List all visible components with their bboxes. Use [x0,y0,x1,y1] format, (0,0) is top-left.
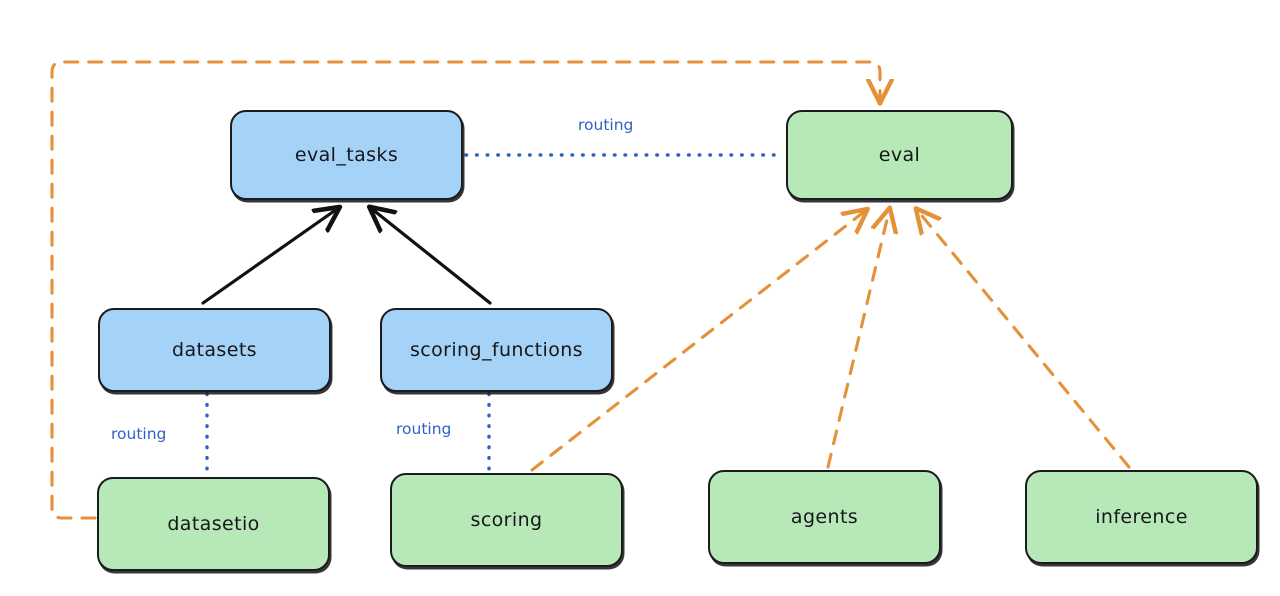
node-eval-tasks[interactable]: eval_tasks [230,110,463,200]
node-label-scoring-functions: scoring_functions [410,339,583,361]
node-label-scoring: scoring [470,509,543,531]
edge-scoring-functions-eval-tasks [372,209,492,305]
node-agents[interactable]: agents [708,470,941,564]
edge-agents-eval [826,211,889,469]
node-label-datasetio: datasetio [167,513,260,535]
edge-label-eval-routing: routing [578,116,634,134]
node-datasetio[interactable]: datasetio [97,477,330,571]
node-label-datasets: datasets [172,339,257,361]
node-label-agents: agents [790,506,859,528]
node-scoring[interactable]: scoring [390,473,623,567]
node-datasets[interactable]: datasets [98,308,331,392]
edge-label-datasetio-routing: routing [111,425,167,443]
node-label-eval-tasks: eval_tasks [294,144,399,166]
edge-inference-eval [918,211,1131,469]
edge-datasetio-eval [50,60,880,520]
node-inference[interactable]: inference [1025,470,1258,564]
node-label-eval: eval [878,144,921,166]
edge-datasets-eval-tasks [201,209,337,305]
node-scoring-functions[interactable]: scoring_functions [380,308,613,392]
edge-label-scoring-routing: routing [396,420,452,438]
node-label-inference: inference [1095,506,1188,528]
node-eval[interactable]: eval [786,110,1013,200]
